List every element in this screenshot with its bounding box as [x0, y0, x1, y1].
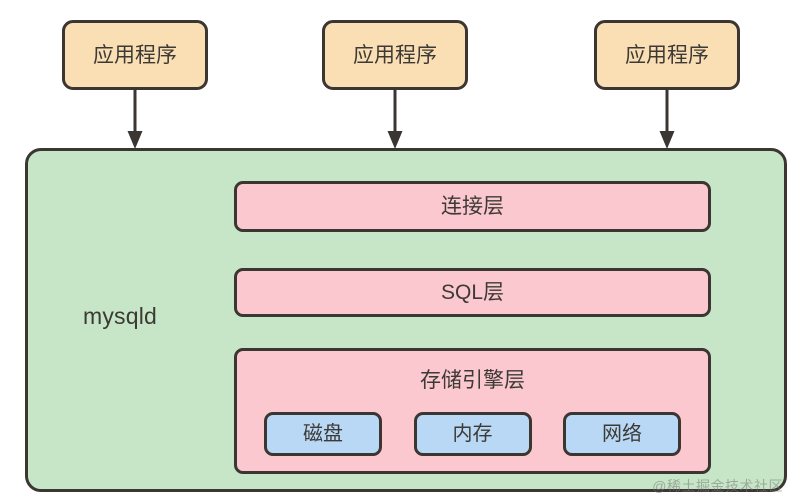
layer-storage-engine: 存储引擎层 磁盘 内存 网络	[234, 348, 711, 474]
layer-connection: 连接层	[234, 181, 711, 232]
layer-sql-label: SQL层	[440, 281, 505, 304]
application-box-2: 应用程序	[322, 20, 468, 90]
arrow-client-3-to-mysqld	[657, 90, 677, 150]
application-box-1: 应用程序	[62, 20, 208, 90]
layer-sql: SQL层	[234, 268, 711, 317]
arrow-client-1-to-mysqld	[125, 90, 145, 150]
layer-storage-engine-label: 存储引擎层	[420, 369, 525, 392]
storage-engine-components: 磁盘 内存 网络	[237, 391, 708, 456]
application-box-3: 应用程序	[594, 20, 740, 90]
layer-connection-label: 连接层	[441, 195, 504, 218]
mysqld-label: mysqld	[83, 303, 158, 329]
mysqld-container: mysqld 连接层 SQL层 存储引擎层 磁盘 内存 网络	[25, 148, 787, 492]
storage-component-network: 网络	[563, 412, 681, 456]
arrow-client-2-to-mysqld	[385, 90, 405, 150]
storage-component-disk: 磁盘	[264, 412, 382, 456]
storage-component-memory: 内存	[413, 412, 532, 456]
